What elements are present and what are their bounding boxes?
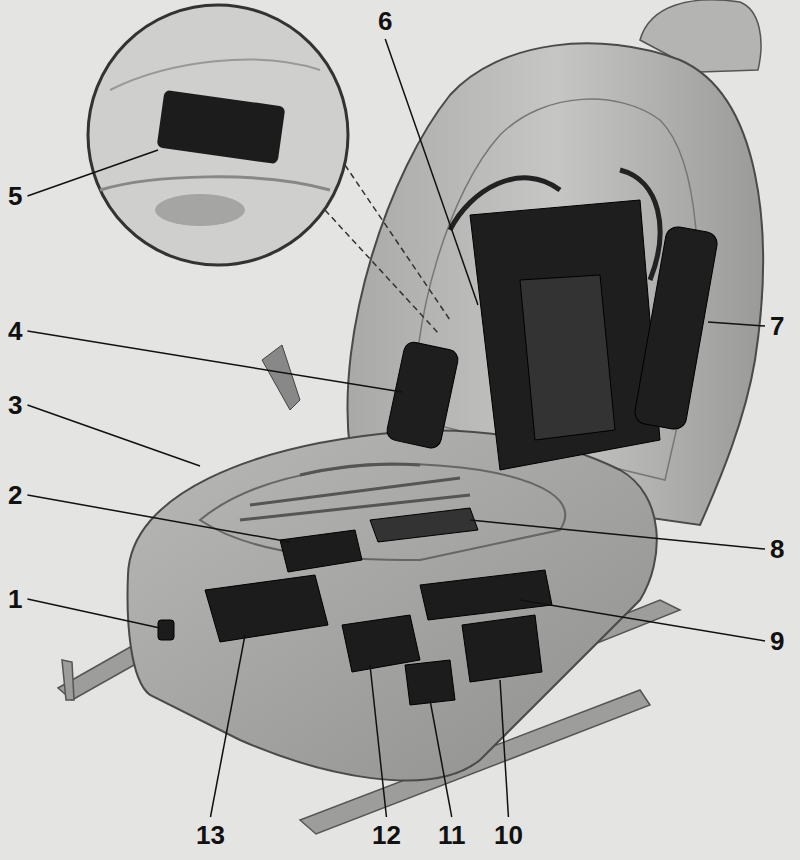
leader-line xyxy=(27,405,200,466)
leader-line xyxy=(27,495,290,542)
callout-number: 11 xyxy=(438,822,466,848)
belt-buckle xyxy=(262,345,300,410)
leader-line xyxy=(470,520,765,549)
callout-number: 3 xyxy=(8,392,22,418)
callout-number: 4 xyxy=(8,318,22,344)
leader-line xyxy=(708,322,765,326)
callout-number: 6 xyxy=(378,8,392,34)
callout-number: 10 xyxy=(494,822,523,848)
callout-number: 1 xyxy=(8,586,22,612)
callout-number: 5 xyxy=(8,183,22,209)
leader-line xyxy=(385,39,478,305)
backrest-modules xyxy=(385,170,719,470)
callout-number: 12 xyxy=(372,822,401,848)
leader-line xyxy=(520,600,765,641)
callout-number: 8 xyxy=(770,536,784,562)
callout-number: 13 xyxy=(196,822,225,848)
seat-cushion xyxy=(128,431,657,781)
leader-line xyxy=(370,665,386,817)
leader-line xyxy=(430,700,452,817)
leader-line xyxy=(210,635,245,817)
heater-wires xyxy=(240,464,470,520)
cushion-modules xyxy=(158,508,552,705)
callout-number: 9 xyxy=(770,628,784,654)
callout-number: 7 xyxy=(770,313,784,339)
cushion-heater xyxy=(200,464,565,560)
callout-number: 2 xyxy=(8,482,22,508)
leader-line xyxy=(27,331,402,392)
leader-line xyxy=(500,680,508,817)
leader-line xyxy=(27,150,158,196)
leader-line xyxy=(27,599,160,628)
detail-zoom xyxy=(88,5,450,335)
